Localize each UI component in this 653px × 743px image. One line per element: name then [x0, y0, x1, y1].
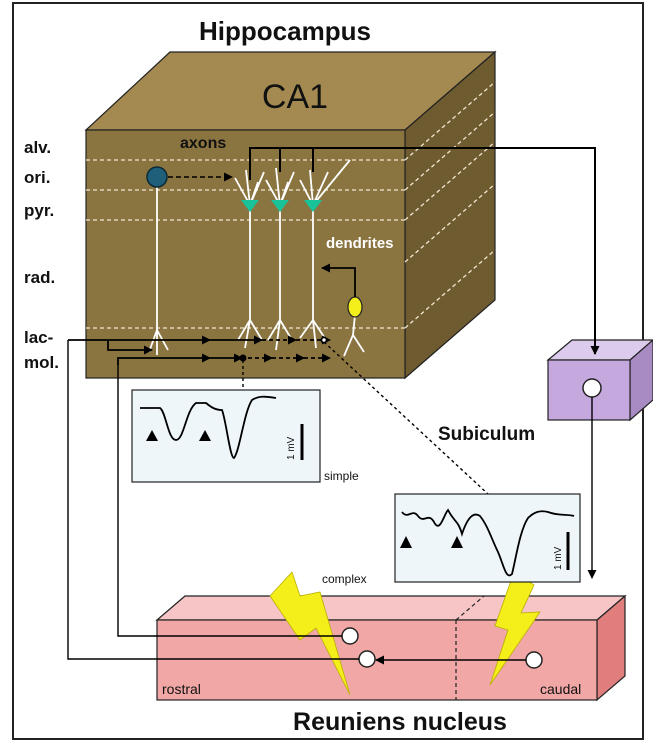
subiculum-label: Subiculum — [438, 424, 535, 445]
title-top: Hippocampus — [199, 16, 371, 46]
reuniens-neuron-2 — [359, 651, 375, 667]
layer-lac: lac- — [24, 328, 53, 347]
axons-label: axons — [180, 135, 226, 152]
layer-rad: rad. — [24, 268, 55, 287]
region-label: CA1 — [262, 78, 328, 116]
rostral-label: rostral — [162, 681, 201, 697]
simple-trace-box — [132, 390, 320, 482]
layer-mol: mol. — [24, 353, 59, 372]
title-bottom: Reuniens nucleus — [293, 708, 507, 736]
reuniens-neuron-caudal — [526, 652, 542, 668]
simple-caption: simple — [324, 469, 359, 483]
layer-pyr: pyr. — [24, 201, 54, 220]
caudal-label: caudal — [540, 681, 581, 697]
reuniens-neuron-1 — [342, 628, 358, 644]
interneuron-soma — [147, 167, 167, 187]
complex-scale-label: 1 mV — [553, 546, 564, 570]
subiculum-cube — [548, 340, 653, 420]
simple-scale-label: 1 mV — [286, 436, 297, 460]
layer-ori: ori. — [24, 168, 50, 187]
subiculum-neuron — [583, 379, 601, 397]
yellow-neuron — [348, 297, 362, 317]
dendrites-label: dendrites — [326, 235, 394, 252]
layer-alv: alv. — [24, 138, 51, 157]
complex-caption: complex — [322, 572, 367, 586]
